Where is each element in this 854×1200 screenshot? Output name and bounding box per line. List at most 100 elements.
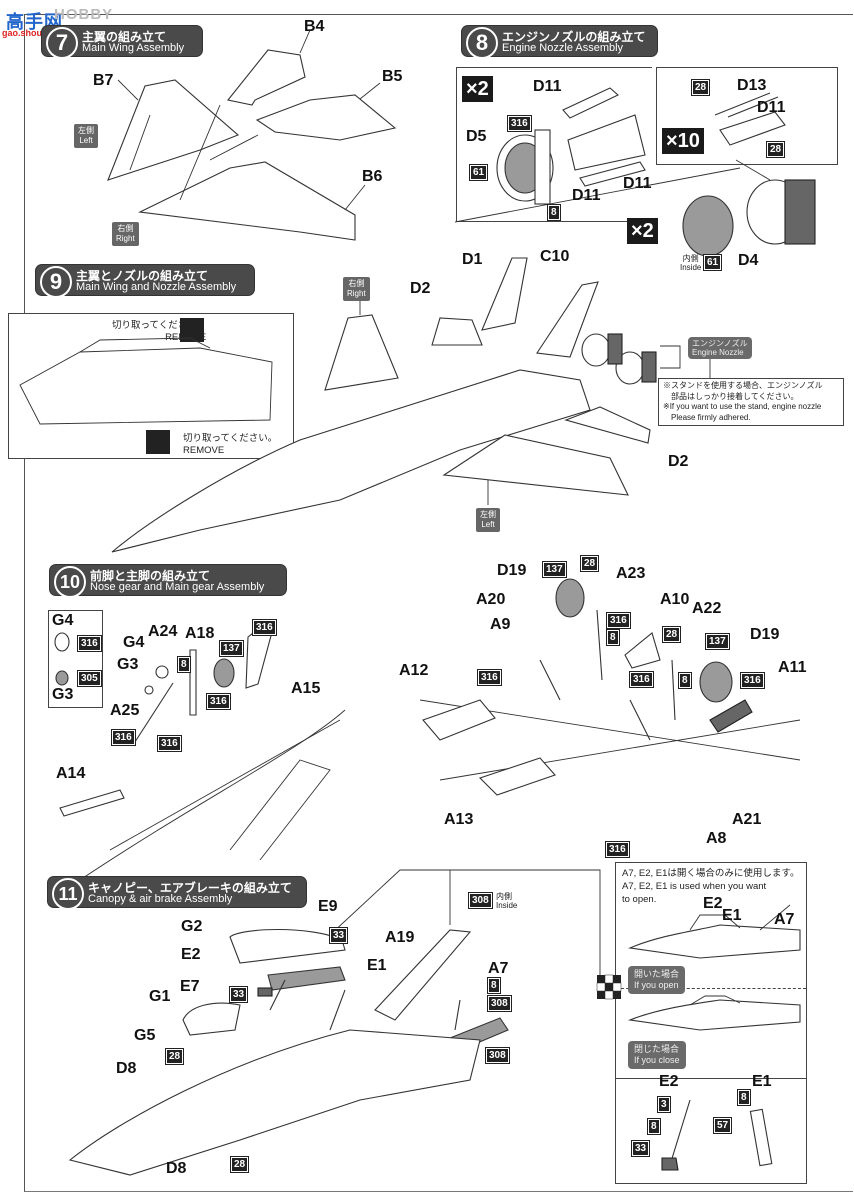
- multiplier-x10: ×10: [662, 128, 704, 154]
- strut-a25: [132, 682, 174, 746]
- color-badge-28-d8-top: 28: [164, 1048, 185, 1065]
- label-e1: E1: [367, 957, 387, 974]
- color-badge-28-b: 28: [765, 141, 786, 158]
- wheel-d19-right: [699, 661, 733, 703]
- color-badge-137-b: 137: [705, 633, 730, 650]
- color-badge-8: 8: [547, 204, 561, 221]
- color-badge-8-e1: 8: [737, 1089, 751, 1106]
- label-a18: A18: [185, 625, 215, 642]
- wheel-d19-left: [555, 578, 585, 618]
- door-a14: [59, 789, 125, 817]
- tail-c10: [536, 281, 599, 358]
- color-badge-8-a: 8: [606, 629, 620, 646]
- detail-label-e2: E2: [659, 1073, 679, 1090]
- color-badge-308-c: 308: [485, 1047, 510, 1064]
- canopy-g1: [182, 1002, 241, 1036]
- part-d13-rods: [714, 92, 786, 146]
- wheel-a18: [213, 658, 235, 688]
- stabilizer-d2-right: [431, 317, 483, 346]
- label-a20: A20: [476, 591, 506, 608]
- detail-rod-e1: [749, 1108, 773, 1167]
- color-badge-308-a19: 308: [468, 892, 493, 909]
- part-g3: [144, 685, 154, 695]
- part-e7: [257, 987, 273, 997]
- label-d2-upper: D2: [410, 280, 431, 297]
- part-b5: [255, 94, 397, 141]
- step-11-title-en: Canopy & air brake Assembly: [88, 893, 233, 905]
- color-badge-305-inset: 305: [77, 670, 102, 687]
- label-b5: B5: [382, 68, 403, 85]
- color-badge-28-a: 28: [690, 79, 711, 96]
- label-d19-b: D19: [750, 626, 780, 643]
- color-badge-316-inset: 316: [77, 635, 102, 652]
- multiplier-x2-b: ×2: [627, 218, 658, 244]
- direction-arrow-icon: [596, 974, 622, 1000]
- label-a7-open: A7: [774, 911, 795, 928]
- label-a12: A12: [399, 662, 429, 679]
- step-10-header: 10 前脚と主脚の組み立て Nose gear and Main gear As…: [50, 565, 286, 598]
- nose-strut: [189, 649, 197, 716]
- rod-e2: [269, 979, 286, 1011]
- airbrake-a19: [374, 929, 472, 1021]
- label-b4: B4: [304, 18, 325, 35]
- part-b6: [138, 161, 356, 241]
- color-badge-316-strut: 316: [157, 735, 182, 752]
- inset-label-g3: G3: [52, 686, 74, 703]
- label-d1: D1: [462, 251, 483, 268]
- label-d19-a: D19: [497, 562, 527, 579]
- label-d2-lower: D2: [668, 453, 689, 470]
- step-8-title-jp: エンジンノズルの組み立て: [502, 30, 646, 44]
- label-g1: G1: [149, 988, 171, 1005]
- wing-left: [442, 434, 629, 496]
- label-a14: A14: [56, 765, 86, 782]
- color-badge-8-b: 8: [678, 672, 692, 689]
- step-11-title-jp: キャノピー、エアブレーキの組み立て: [88, 881, 292, 895]
- step-8-number: 8: [466, 27, 498, 59]
- color-badge-308-b: 308: [487, 995, 512, 1012]
- aircraft-nose: [68, 1029, 481, 1176]
- label-c10: C10: [540, 248, 570, 265]
- step-10-number: 10: [54, 566, 86, 598]
- label-a24: A24: [148, 623, 178, 640]
- color-badge-316-a25: 316: [111, 729, 136, 746]
- color-badge-316-c: 316: [629, 671, 654, 688]
- page-border: [24, 14, 853, 1192]
- label-a13: A13: [444, 811, 474, 828]
- multiplier-x2-a: ×2: [462, 76, 493, 102]
- step-10-title-jp: 前脚と主脚の組み立て: [90, 569, 211, 583]
- part-d11-petals: [562, 87, 646, 187]
- color-badge-3-e2: 3: [657, 1096, 671, 1113]
- label-g4: G4: [123, 634, 145, 651]
- label-a9: A9: [490, 616, 511, 633]
- label-g2: G2: [181, 918, 203, 935]
- color-badge-8-nose: 8: [177, 656, 191, 673]
- open-close-option-panel: A7, E2, E1は開く場合のみに使用します。 A7, E2, E1 is u…: [615, 862, 807, 1080]
- label-a11: A11: [778, 659, 807, 676]
- door-a10: [624, 632, 661, 669]
- stand-note: ※スタンドを使用する場合、エンジンノズル 部品はしっかり接着してください。 ※I…: [663, 381, 823, 422]
- label-a25: A25: [110, 702, 140, 719]
- color-badge-316-door: 316: [252, 619, 277, 636]
- watermark-url: gao.shou.com: [2, 28, 64, 38]
- color-badge-57-e1: 57: [712, 1117, 733, 1134]
- color-badge-316-a: 316: [606, 612, 631, 629]
- stand-note-box: ※スタンドを使用する場合、エンジンノズル 部品はしっかり接着してください。 ※I…: [658, 378, 844, 426]
- label-d8-bottom: D8: [166, 1160, 187, 1177]
- label-a10: A10: [660, 591, 690, 608]
- label-e1-open: E1: [722, 907, 742, 924]
- part-e9: [267, 966, 346, 991]
- color-badge-8-e2: 8: [647, 1118, 661, 1135]
- detail-rod-e2: [669, 1099, 691, 1166]
- label-g3: G3: [117, 656, 139, 673]
- color-badge-33-e9: 33: [328, 927, 349, 944]
- color-badge-61-inside: 61: [702, 254, 723, 271]
- label-a22: A22: [692, 600, 722, 617]
